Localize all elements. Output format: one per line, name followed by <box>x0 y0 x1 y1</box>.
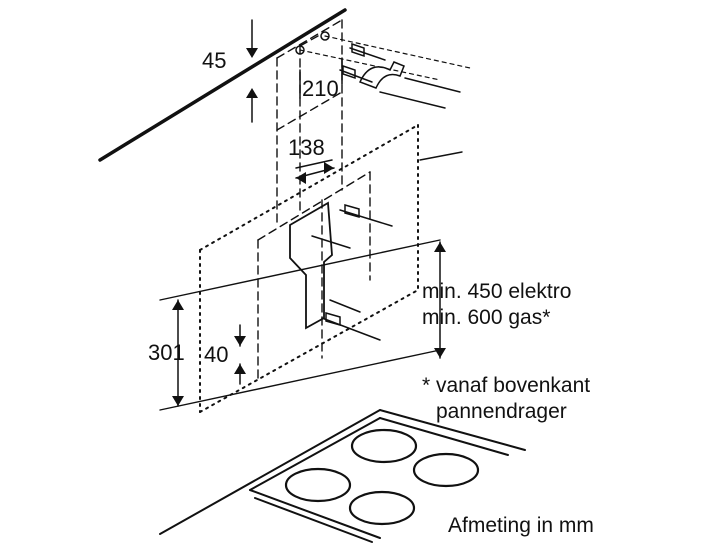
cooktop-burner-icon <box>350 428 418 464</box>
min-gas-label: min. 600 gas* <box>422 306 550 329</box>
mounting-bracket-icon <box>289 201 333 330</box>
footnote-line1: * vanaf bovenkant <box>422 374 590 397</box>
cooktop-burner-icon <box>284 467 352 503</box>
hood-offset-label: 40 <box>204 342 228 367</box>
upper-chimney-outline <box>276 19 343 226</box>
wall-plug-icon <box>351 42 365 58</box>
cooktop <box>159 409 526 543</box>
upper-screw-dashes <box>299 35 471 81</box>
wall-lines <box>159 151 463 411</box>
mounting-bracket-icon <box>358 61 405 89</box>
hood-inner-lines <box>257 171 371 381</box>
ceiling-line <box>98 8 347 162</box>
hood-outline <box>199 124 419 413</box>
hood-bracket-width-label: 138 <box>288 135 325 160</box>
arrow-heads <box>172 48 446 406</box>
hood-height-label: 301 <box>148 340 185 365</box>
footnote-line2: pannendrager <box>436 400 567 423</box>
wall-plug-icon <box>342 64 356 80</box>
min-electric-label: min. 450 elektro <box>422 280 571 303</box>
upper-fixings <box>295 31 461 109</box>
cooktop-burners <box>284 428 480 526</box>
bracket-spacing-label: 210 <box>302 76 339 101</box>
cooktop-burner-icon <box>412 452 480 488</box>
screw-icon <box>344 204 360 218</box>
screw-icon <box>325 312 341 326</box>
units-label: Afmeting in mm <box>448 514 594 537</box>
ceiling-gap-label: 45 <box>202 48 226 73</box>
middle-fixings <box>311 204 393 341</box>
cooktop-burner-icon <box>348 490 416 526</box>
